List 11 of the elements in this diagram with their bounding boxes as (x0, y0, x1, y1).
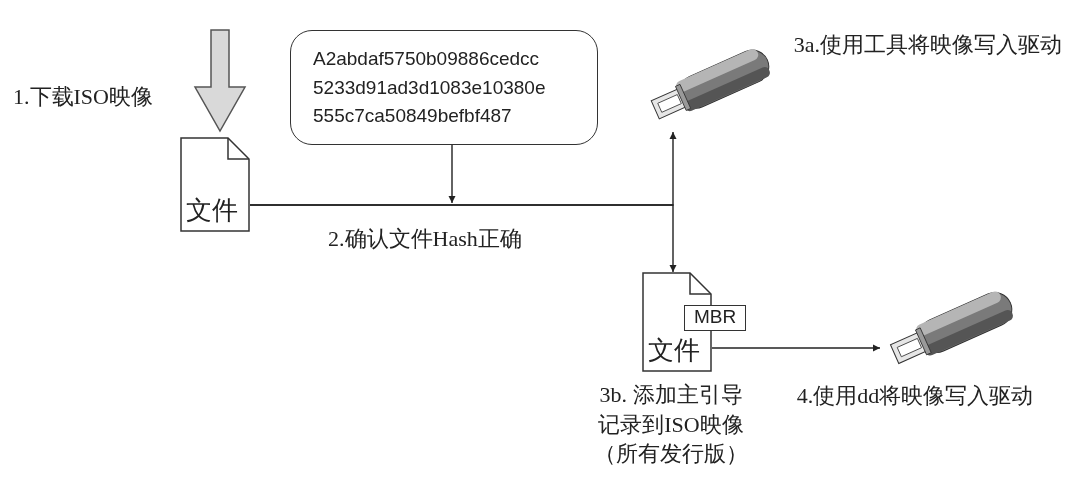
arrow (249, 204, 677, 273)
block-arrow (193, 29, 247, 133)
file-label: 文件 (648, 337, 700, 366)
arrow (711, 344, 881, 352)
step-caption: 4.使用dd将映像写入驱动 (795, 382, 1035, 410)
file-label: 文件 (186, 197, 238, 226)
arrow (448, 144, 456, 204)
step-caption: 3b. 添加主引导记录到ISO映像（所有发行版） (593, 381, 749, 469)
hash-value-box: A2abdaf5750b09886cedcc 5233d91ad3d1083e10380e 555c7ca50849befbf487 (290, 30, 598, 145)
step-caption: 3a.使用工具将映像写入驱动 (792, 31, 1064, 59)
mbr-tag: MBR (684, 305, 746, 331)
